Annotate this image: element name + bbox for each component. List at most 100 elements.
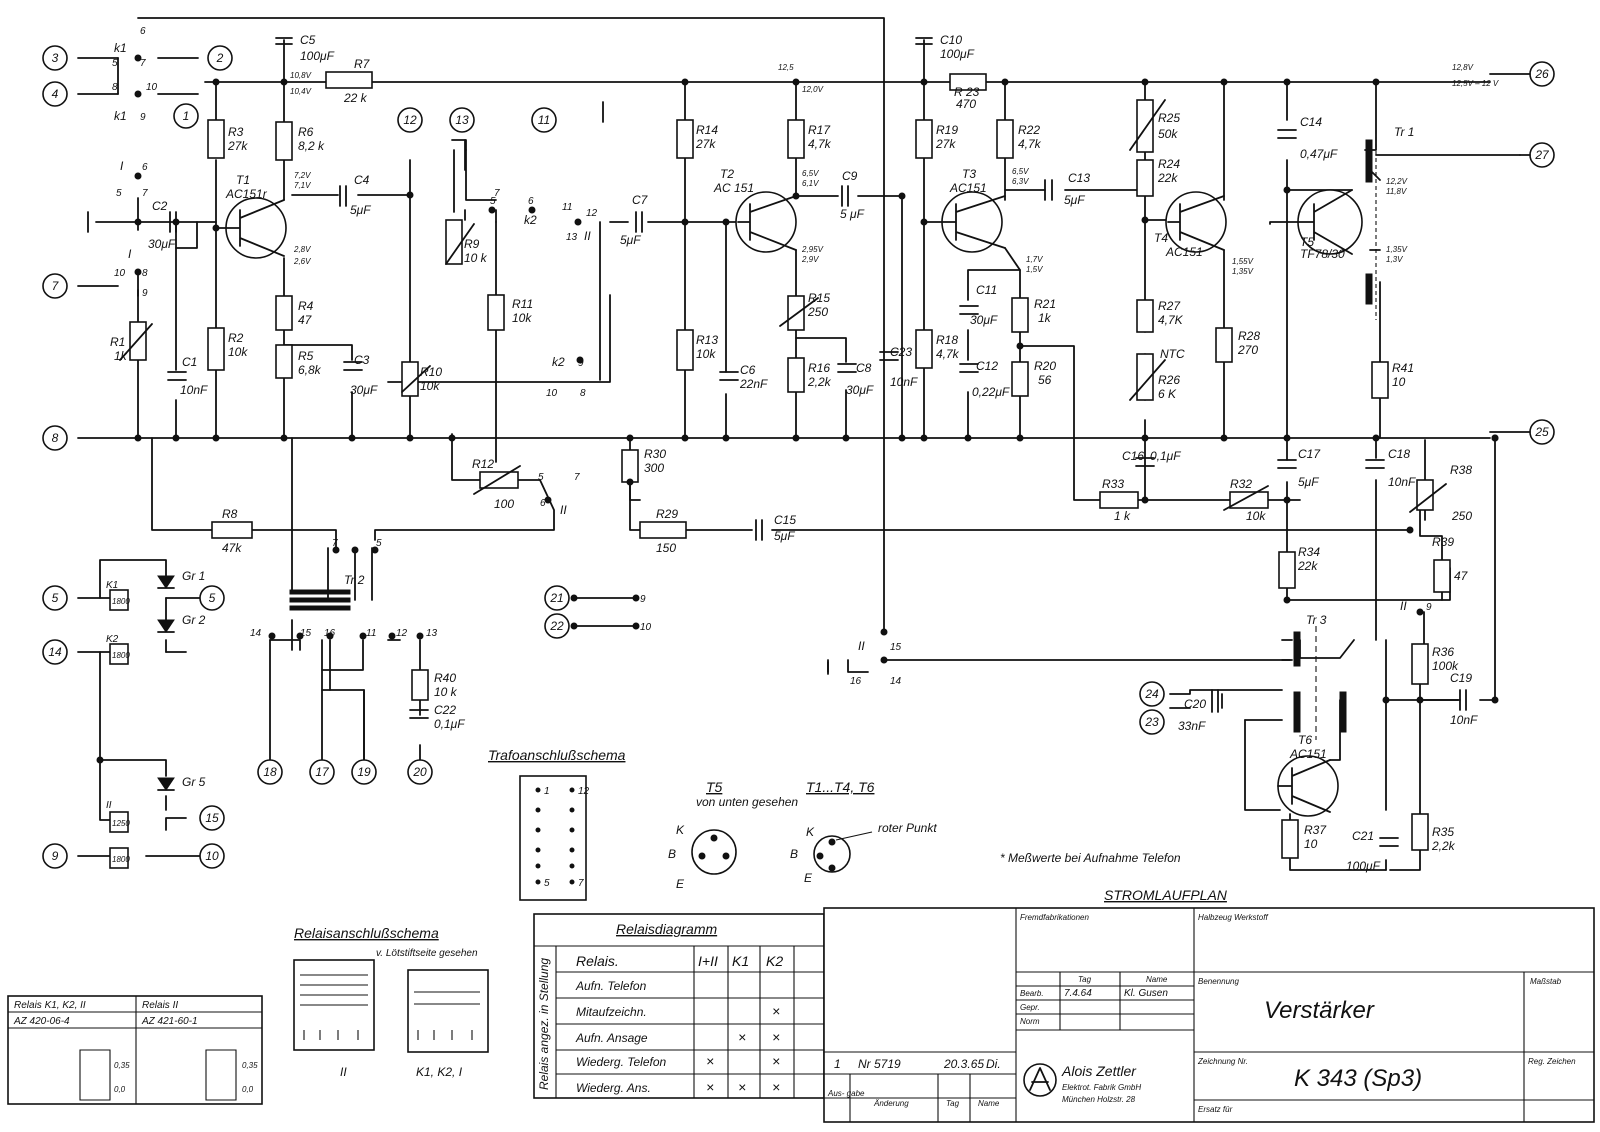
svg-text:12: 12: [578, 786, 590, 797]
svg-text:0,0: 0,0: [114, 1085, 126, 1094]
svg-text:12: 12: [403, 113, 417, 127]
svg-text:100μF: 100μF: [940, 47, 975, 61]
svg-text:5: 5: [544, 878, 550, 889]
trafo-schema: Trafoanschlußschema 1 12 5 7: [488, 747, 626, 901]
svg-text:R17: R17: [808, 123, 831, 137]
svg-text:10 k: 10 k: [464, 251, 488, 265]
svg-text:C2: C2: [152, 199, 168, 213]
terminal-8: 8: [42, 425, 68, 451]
transistor-t1: [225, 197, 287, 259]
svg-text:C20: C20: [1184, 697, 1206, 711]
svg-text:8: 8: [112, 82, 118, 93]
svg-text:4,7k: 4,7k: [808, 137, 832, 151]
svg-text:47: 47: [298, 313, 313, 327]
svg-text:AC151: AC151: [1289, 747, 1327, 761]
svg-text:8,2 k: 8,2 k: [298, 139, 325, 153]
svg-text:1,35V: 1,35V: [1386, 245, 1408, 254]
svg-text:10k: 10k: [1246, 509, 1266, 523]
svg-text:47: 47: [1454, 569, 1469, 583]
svg-text:10: 10: [640, 622, 652, 633]
svg-text:20: 20: [412, 765, 427, 779]
terminal-14: 14: [42, 639, 68, 665]
terminal-7: 7: [42, 273, 68, 299]
svg-text:von unten gesehen: von unten gesehen: [696, 795, 798, 809]
svg-text:C19: C19: [1450, 671, 1472, 685]
svg-text:R13: R13: [696, 333, 718, 347]
svg-text:13: 13: [455, 113, 469, 127]
svg-text:1,35V: 1,35V: [1232, 267, 1254, 276]
svg-text:10k: 10k: [512, 311, 532, 325]
svg-text:R16: R16: [808, 361, 830, 375]
relais-table: Relais K1, K2, II Relais II AZ 420-06-4 …: [7, 995, 263, 1105]
terminal-10: 10: [199, 843, 225, 869]
svg-text:K1: K1: [732, 953, 749, 969]
svg-text:0,22μF: 0,22μF: [972, 385, 1010, 399]
svg-text:250: 250: [1451, 509, 1472, 523]
svg-text:NTC: NTC: [1160, 347, 1185, 361]
svg-text:v. Lötstiftseite gesehen: v. Lötstiftseite gesehen: [376, 948, 478, 959]
svg-text:C4: C4: [354, 173, 370, 187]
svg-text:12,5V – 12 V: 12,5V – 12 V: [1452, 79, 1499, 88]
svg-text:R6: R6: [298, 125, 314, 139]
svg-text:I: I: [120, 159, 124, 173]
svg-text:270: 270: [1237, 343, 1258, 357]
transistor-t5: [1297, 189, 1363, 255]
svg-text:AC151: AC151: [1165, 245, 1203, 259]
svg-text:1: 1: [834, 1057, 841, 1071]
terminal-15: 15: [199, 805, 225, 831]
svg-text:6,5V: 6,5V: [1012, 167, 1029, 176]
svg-text:T5: T5: [706, 779, 723, 795]
svg-text:roter Punkt: roter Punkt: [878, 821, 937, 835]
svg-text:R12: R12: [472, 457, 494, 471]
terminal-27: 27: [1529, 142, 1555, 168]
svg-text:K1, K2, I: K1, K2, I: [416, 1065, 463, 1079]
svg-text:R39: R39: [1432, 535, 1454, 549]
svg-text:10nF: 10nF: [890, 375, 918, 389]
svg-text:R27: R27: [1158, 299, 1181, 313]
svg-text:10,8V: 10,8V: [290, 71, 312, 80]
svg-text:7: 7: [52, 279, 60, 293]
svg-text:R36: R36: [1432, 645, 1454, 659]
svg-text:13: 13: [426, 628, 438, 639]
svg-text:33nF: 33nF: [1178, 719, 1206, 733]
svg-text:15: 15: [300, 628, 312, 639]
transistor-pinouts: T5 von unten gesehen T1...T4, T6 K B E K…: [668, 779, 937, 891]
svg-text:II: II: [340, 1065, 347, 1079]
svg-text:0,35: 0,35: [114, 1061, 130, 1070]
transformer-symbols: [289, 130, 1377, 740]
svg-text:AZ 420-06-4: AZ 420-06-4: [13, 1016, 70, 1027]
svg-text:300: 300: [644, 461, 664, 475]
svg-text:Gr 1: Gr 1: [182, 569, 205, 583]
svg-text:14: 14: [48, 645, 62, 659]
svg-text:5μF: 5μF: [774, 529, 795, 543]
svg-text:R25: R25: [1158, 111, 1180, 125]
svg-text:C1: C1: [182, 355, 197, 369]
measurement-note: * Meßwerte bei Aufnahme Telefon: [1000, 851, 1181, 865]
terminal-18: 18: [257, 759, 283, 785]
svg-text:4,7k: 4,7k: [1018, 137, 1042, 151]
svg-text:13: 13: [566, 232, 578, 243]
svg-text:Nr 5719: Nr 5719: [858, 1057, 901, 1071]
component-labels: C5 100μF R7 22 k R3 27k R6 8,2 k T1 AC15…: [106, 33, 1478, 873]
svg-text:5: 5: [538, 472, 544, 483]
svg-text:C9: C9: [842, 169, 858, 183]
svg-text:1,55V: 1,55V: [1232, 257, 1254, 266]
terminal-17: 17: [309, 759, 335, 785]
terminal-5-right: 5: [199, 585, 225, 611]
svg-text:E: E: [804, 871, 813, 885]
svg-text:Reg. Zeichen: Reg. Zeichen: [1528, 1057, 1576, 1066]
terminal-1: 1: [173, 103, 199, 129]
svg-text:Maßstab: Maßstab: [1530, 977, 1562, 986]
svg-text:R29: R29: [656, 507, 678, 521]
terminal-21: 21: [544, 585, 570, 611]
title-block: STROMLAUFPLAN Fremdfabrikationen Halbzeu…: [823, 887, 1595, 1123]
svg-text:Relais.: Relais.: [576, 953, 619, 969]
svg-text:R40: R40: [434, 671, 456, 685]
svg-text:100k: 100k: [1432, 659, 1459, 673]
svg-text:24: 24: [1144, 687, 1159, 701]
svg-text:I+II: I+II: [698, 953, 718, 969]
terminal-12: 12: [397, 107, 423, 133]
svg-text:Relais II: Relais II: [142, 1000, 178, 1011]
svg-text:7,2V: 7,2V: [294, 171, 311, 180]
svg-text:Elektrot. Fabrik GmbH: Elektrot. Fabrik GmbH: [1062, 1083, 1141, 1092]
